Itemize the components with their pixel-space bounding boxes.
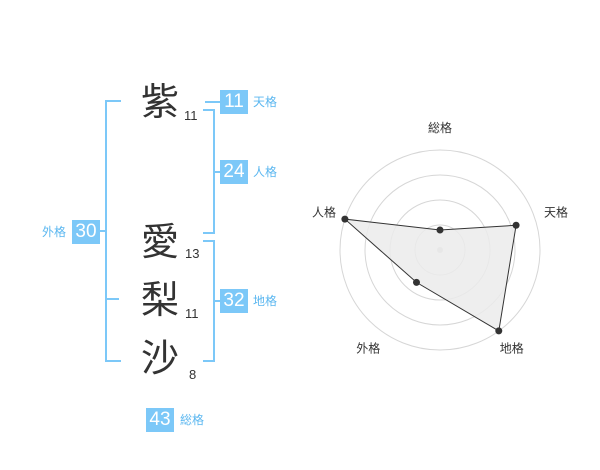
tenkaku-connector xyxy=(205,101,220,103)
radar-point xyxy=(341,215,349,223)
jinkaku-bracket xyxy=(203,109,215,234)
jinkaku-score: 24 xyxy=(220,160,248,184)
jinkaku-label: 人格 xyxy=(253,165,278,179)
chikaku-connector xyxy=(215,300,220,302)
chikaku-bracket xyxy=(203,240,215,362)
gaikaku-bracket-tick xyxy=(105,298,119,300)
gaikaku-connector xyxy=(98,230,105,232)
radar-point xyxy=(512,221,520,229)
name-char-4: 沙 xyxy=(141,336,180,380)
radar-point xyxy=(412,278,420,286)
stroke-count-4: 8 xyxy=(189,367,197,382)
soukaku-score: 43 xyxy=(146,408,174,432)
tenkaku-label: 天格 xyxy=(253,95,278,109)
stroke-count-2: 13 xyxy=(185,246,200,261)
radar-axis-label: 人格 xyxy=(312,204,336,219)
radar-point xyxy=(436,226,444,234)
jinkaku-connector xyxy=(215,171,220,173)
chikaku-label: 地格 xyxy=(253,294,278,308)
gaikaku-score: 30 xyxy=(72,220,100,244)
radar-axis-label: 地格 xyxy=(500,341,524,356)
radar-axis-label: 天格 xyxy=(544,204,568,219)
tenkaku-score: 11 xyxy=(220,90,248,114)
chikaku-score: 32 xyxy=(220,289,248,313)
radar-point xyxy=(495,327,503,335)
radar-polygon xyxy=(343,218,517,332)
gaikaku-label: 外格 xyxy=(42,225,67,239)
name-char-3: 梨 xyxy=(141,278,180,322)
radar-grid-ring xyxy=(364,174,516,326)
radar-grid-ring xyxy=(339,149,541,351)
gaikaku-bracket xyxy=(105,100,121,362)
radar-axis-label: 外格 xyxy=(356,341,380,356)
name-char-2: 愛 xyxy=(141,220,180,264)
soukaku-label: 総格 xyxy=(180,413,205,427)
radar-axis-label: 総格 xyxy=(428,120,452,135)
name-char-1: 紫 xyxy=(141,80,180,124)
stroke-count-3: 11 xyxy=(185,306,199,321)
stroke-count-1: 11 xyxy=(184,108,198,123)
